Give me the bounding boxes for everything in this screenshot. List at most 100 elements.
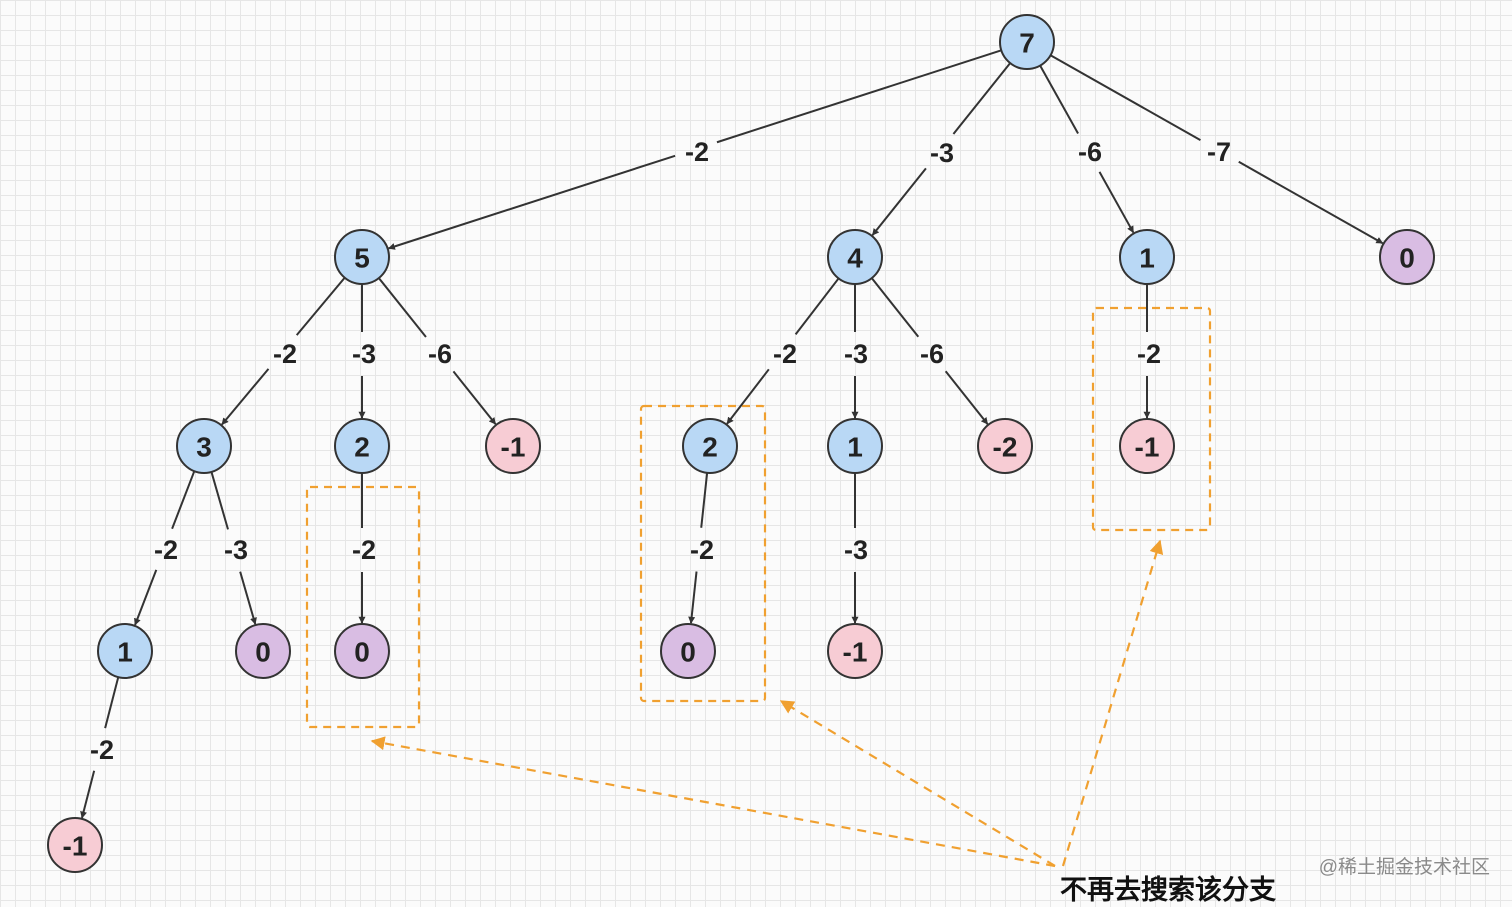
edge-label: -6 <box>920 339 944 369</box>
edge-label: -2 <box>685 137 709 167</box>
tree-node: 0 <box>235 623 291 679</box>
edge-label: -7 <box>1207 137 1231 167</box>
edge-line <box>210 471 229 530</box>
edge-arrow <box>387 154 676 250</box>
node-label: 0 <box>1399 243 1415 274</box>
edge-line <box>700 472 709 528</box>
pointer-arrow <box>370 736 1056 868</box>
edge-line <box>1039 65 1079 134</box>
edge-labels: -2-3-6-7-2-3-6-2-3-6-2-2-3-2-2-3-2 <box>90 137 1231 765</box>
edge-arrow <box>1238 160 1384 245</box>
edge-label: -2 <box>154 535 178 565</box>
node-label: 0 <box>680 637 696 668</box>
edge-arrow <box>452 370 497 425</box>
node-circle <box>47 817 103 873</box>
node-circle <box>977 418 1033 474</box>
tree-node: -1 <box>485 418 541 474</box>
node-circle <box>235 623 291 679</box>
pointer-arrow <box>779 700 1056 867</box>
tree-edges <box>80 49 1384 819</box>
edge-label: -3 <box>844 339 868 369</box>
node-circle <box>1379 229 1435 285</box>
edge-arrow <box>221 368 270 426</box>
node-label: 4 <box>847 243 863 274</box>
prune-note: 不再去搜索该分支 <box>1060 875 1276 905</box>
edge-line <box>1050 54 1201 142</box>
edge-arrow <box>726 368 770 425</box>
tree-nodes: 7 5 4 1 0 3 2 -1 2 1 -2 -1 1 0 0 0 -1 -1 <box>47 14 1435 873</box>
node-label: 7 <box>1019 28 1035 59</box>
node-circle <box>176 418 232 474</box>
tree-node: 1 <box>97 623 153 679</box>
node-label: 1 <box>117 637 133 668</box>
edge-label: -2 <box>773 339 797 369</box>
tree-node: 0 <box>1379 229 1435 285</box>
edge-line <box>871 277 920 338</box>
edge-label: -6 <box>428 339 452 369</box>
node-label: -2 <box>993 432 1018 463</box>
edge-line <box>716 49 1002 144</box>
node-circle <box>827 229 883 285</box>
edge-arrow <box>1098 171 1135 234</box>
edge-arrow <box>239 571 257 625</box>
tree-node: 2 <box>682 418 738 474</box>
pointer-arrow <box>1061 539 1164 867</box>
tree-node: 0 <box>334 623 390 679</box>
watermark: @稀土掘金技术社区 <box>1318 857 1490 878</box>
node-circle <box>827 623 883 679</box>
edge-label: -6 <box>1078 137 1102 167</box>
node-label: -1 <box>63 831 88 862</box>
edge-arrow <box>80 770 96 819</box>
node-label: 1 <box>1139 243 1155 274</box>
tree-node: 1 <box>1119 229 1175 285</box>
node-circle <box>1119 229 1175 285</box>
node-label: 1 <box>847 432 863 463</box>
node-label: 5 <box>354 243 370 274</box>
edge-line <box>952 62 1011 135</box>
node-label: 0 <box>354 637 370 668</box>
node-label: -1 <box>843 637 868 668</box>
tree-node: 4 <box>827 229 883 285</box>
tree-node: -1 <box>1119 418 1175 474</box>
edge-label: -2 <box>90 735 114 765</box>
edge-label: -2 <box>690 535 714 565</box>
pruned-branch-boxes <box>305 306 1212 729</box>
node-label: -1 <box>501 432 526 463</box>
edge-arrow <box>871 167 927 236</box>
node-circle <box>1119 418 1175 474</box>
edge-line <box>295 277 346 336</box>
node-label: 2 <box>702 432 718 463</box>
edge-arrow <box>688 571 698 624</box>
edge-line <box>104 676 120 729</box>
edge-label: -2 <box>1137 339 1161 369</box>
pruned-branch-box <box>305 485 421 729</box>
node-circle <box>660 623 716 679</box>
node-circle <box>682 418 738 474</box>
edge-label: -2 <box>273 339 297 369</box>
node-circle <box>999 14 1055 70</box>
node-label: 2 <box>354 432 370 463</box>
edge-arrow <box>944 370 989 425</box>
edge-label: -3 <box>352 339 376 369</box>
tree-node: 1 <box>827 418 883 474</box>
tree-node: 7 <box>999 14 1055 70</box>
node-circle <box>827 418 883 474</box>
edge-line <box>171 470 196 530</box>
edge-label: -3 <box>930 138 954 168</box>
node-label: 3 <box>196 432 212 463</box>
tree-node: -1 <box>827 623 883 679</box>
node-label: -1 <box>1135 432 1160 463</box>
pruned-branch-box <box>639 404 767 703</box>
edge-label: -3 <box>224 535 248 565</box>
node-circle <box>485 418 541 474</box>
tree-node: 2 <box>334 418 390 474</box>
tree-node: -1 <box>47 817 103 873</box>
tree-node: 3 <box>176 418 232 474</box>
tree-node: 0 <box>660 623 716 679</box>
tree-node: 5 <box>334 229 390 285</box>
node-circle <box>334 229 390 285</box>
edge-line <box>794 277 840 336</box>
edge-arrow <box>134 569 158 626</box>
edge-label: -2 <box>352 535 376 565</box>
node-circle <box>97 623 153 679</box>
